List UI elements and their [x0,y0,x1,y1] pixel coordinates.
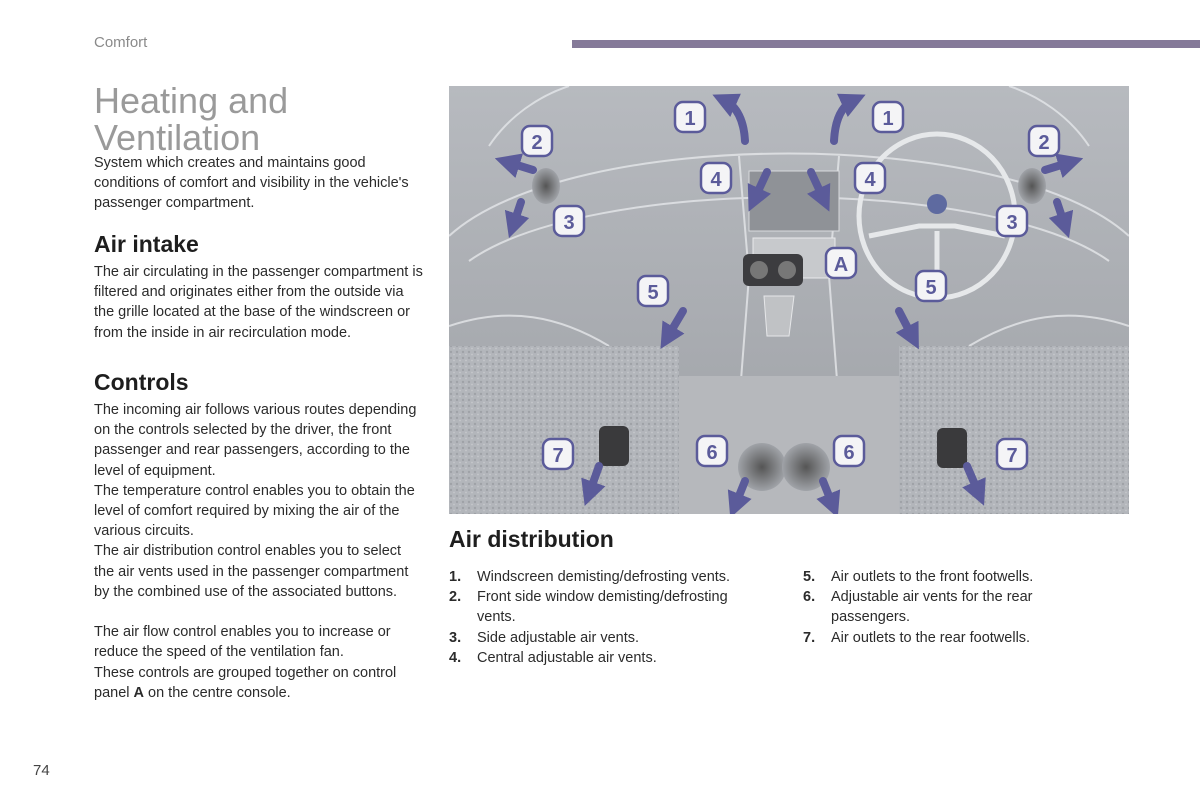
list-item-number: 5. [803,569,816,585]
list-item: 6. Adjustable air vents for the rear pass… [803,587,1073,627]
callout-a: A [824,246,858,280]
callout-7-right: 7 [995,437,1029,471]
list-item-text: Central adjustable air vents. [477,649,657,666]
list-item: 2. Front side window demisting/defrosting… [449,587,749,627]
left-side-vent [532,168,560,204]
controls-paragraph-1: The incoming air follows various routes … [94,402,417,479]
callout-4-left: 4 [699,161,733,195]
callout-1-right: 1 [871,100,905,134]
callout-5-left: 5 [636,274,670,308]
list-item-number: 3. [449,629,462,646]
callout-7-right-label: 7 [1006,445,1017,467]
list-item-number: 4. [449,649,462,666]
callout-1-left: 1 [673,100,707,134]
title-line-2: Ventilation [94,117,261,158]
distribution-list-right: 5. Air outlets to the front footwells. 6.… [803,567,1073,648]
rear-vent-left [738,443,786,491]
controls-text: The incoming air follows various routes … [94,400,424,703]
airflow-arrows [494,93,1084,514]
page-number: 74 [33,762,50,779]
callout-5-left-label: 5 [647,282,658,304]
callout-2-left: 2 [520,124,554,158]
callout-6-left: 6 [695,434,729,468]
callout-7-left: 7 [541,437,575,471]
callout-a-label: A [834,254,848,276]
air-intake-heading: Air intake [94,231,199,257]
list-item-number: 2. [449,589,462,606]
controls-p5-start: These controls are grouped together on c… [94,664,397,701]
callout-6-right-label: 6 [843,442,854,464]
brand-logo-icon [927,194,947,214]
title-line-1: Heating and [94,80,289,121]
controls-p5-end: on the centre console. [144,684,291,701]
rear-vent-right [782,443,830,491]
callout-4-right: 4 [853,161,887,195]
list-item-number: 7. [803,629,816,646]
list-item: 5. Air outlets to the front footwells. [803,567,1073,587]
controls-paragraph-4: The air flow control enables you to incr… [94,624,391,661]
section-label: Comfort [94,34,148,51]
list-item: 3. Side adjustable air vents. [449,628,749,648]
callout-3-right-label: 3 [1006,212,1017,234]
callout-1-right-label: 1 [882,108,893,130]
front-right-floor [899,346,1129,514]
callout-4-left-label: 4 [710,169,722,191]
callout-7-left-label: 7 [552,445,563,467]
callout-6-left-label: 6 [706,442,717,464]
rear-left-floor-outlet [599,426,629,466]
list-item-text: Side adjustable air vents. [477,629,640,646]
list-item-text: Windscreen demisting/defrosting vents. [477,569,731,585]
callout-2-right-label: 2 [1038,132,1049,154]
distribution-list-left: 1. Windscreen demisting/defrosting vents.… [449,567,749,668]
callout-3-left: 3 [552,204,586,238]
callout-3-right: 3 [995,204,1029,238]
callout-2-right: 2 [1027,124,1061,158]
rear-right-floor-outlet [937,428,967,468]
page-title: Heating and Ventilation [94,82,288,156]
list-item-number: 1. [449,569,462,585]
callout-4-right-label: 4 [864,169,876,191]
list-item-number: 6. [803,589,816,606]
front-left-floor [449,346,679,514]
list-item-text: Air outlets to the front footwells. [831,569,1034,585]
intro-text: System which creates and maintains good … [94,155,409,212]
list-item: 4. Central adjustable air vents. [449,648,749,668]
callout-5-right: 5 [914,269,948,303]
controls-paragraph-2: The temperature control enables you to o… [94,482,415,540]
callout-5-right-label: 5 [925,277,936,299]
header-bar [572,40,1200,48]
controls-paragraph-5: These controls are grouped together on c… [94,663,424,703]
list-item: 1. Windscreen demisting/defrosting vents. [449,567,749,587]
list-item: 7. Air outlets to the rear footwells. [803,628,1073,648]
control-panel-letter: A [133,684,144,701]
air-intake-text: The air circulating in the passenger com… [94,264,423,341]
list-item-text: Front side window demisting/defrosting v… [477,589,728,626]
callout-1-left-label: 1 [684,108,695,130]
callout-3-left-label: 3 [563,212,574,234]
callout-6-right: 6 [832,434,866,468]
controls-heading: Controls [94,369,189,395]
callout-2-left-label: 2 [531,132,542,154]
right-side-vent [1018,168,1046,204]
ventilation-diagram: 1 1 2 2 3 3 4 4 [449,86,1129,514]
list-item-text: Adjustable air vents for the rear passen… [831,589,1033,626]
air-distribution-heading: Air distribution [449,526,614,552]
controls-paragraph-3: The air distribution control enables you… [94,543,409,600]
list-item-text: Air outlets to the rear footwells. [831,629,1031,646]
